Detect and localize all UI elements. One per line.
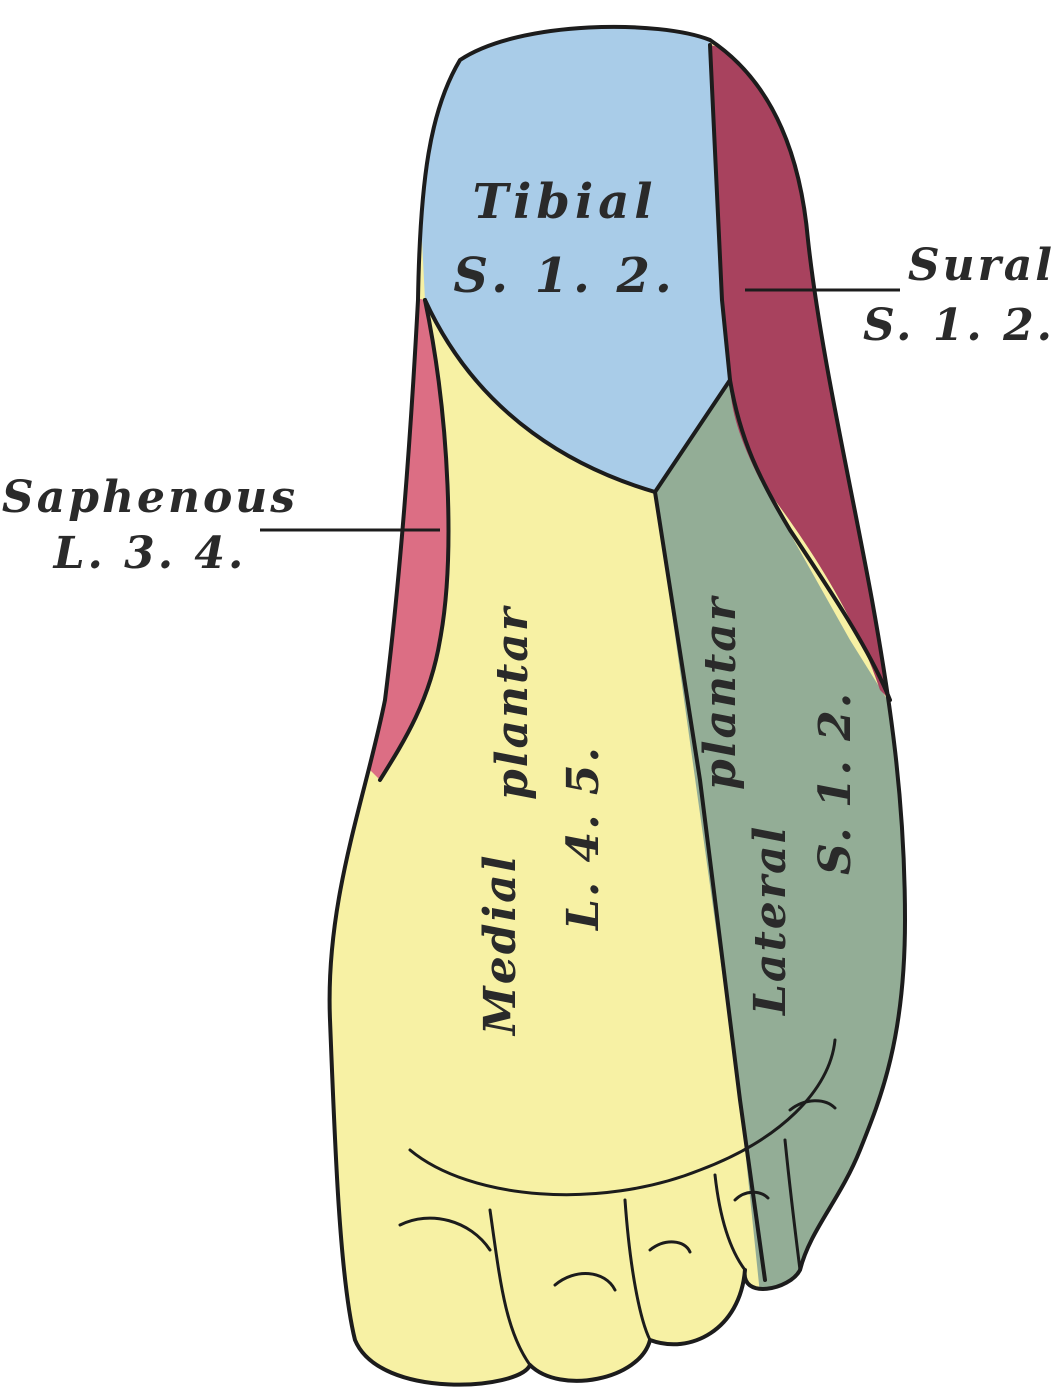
tibial-segments-label: S. 1. 2. bbox=[453, 248, 676, 304]
lateral-plantar-name2-label: plantar bbox=[695, 595, 746, 790]
medial-plantar-name2-label: plantar bbox=[487, 605, 538, 800]
lateral-plantar-segments-label: S. 1. 2. bbox=[810, 691, 861, 875]
medial-plantar-name-label: Medial bbox=[475, 854, 526, 1037]
sural-segments-label: S. 1. 2. bbox=[863, 300, 1055, 351]
saphenous-segments-label: L. 3. 4. bbox=[52, 528, 247, 579]
tibial-label: Tibial bbox=[472, 174, 657, 230]
saphenous-label: Saphenous bbox=[2, 472, 298, 523]
medial-plantar-segments-label: L. 4. 5. bbox=[558, 745, 609, 932]
lateral-plantar-name-label: Lateral bbox=[745, 825, 796, 1017]
sural-label: Sural bbox=[908, 240, 1055, 291]
